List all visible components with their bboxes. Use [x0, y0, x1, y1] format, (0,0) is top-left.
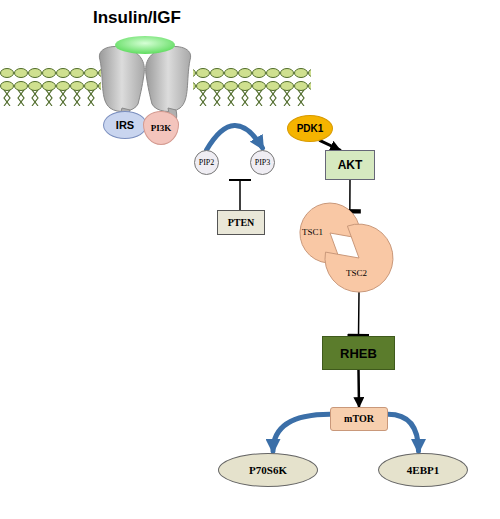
ligand-label: Insulin/IGF	[93, 8, 181, 28]
pathway-connector	[358, 293, 360, 336]
lipid-circle: PIP3	[250, 150, 275, 175]
node-text: PDK1	[297, 124, 324, 134]
node-text: PIP3	[255, 159, 271, 167]
receptor-subunit	[146, 47, 191, 112]
target-ellipse: P70S6K	[218, 453, 318, 487]
ligand	[115, 36, 175, 54]
inhibition-bar	[229, 179, 251, 181]
node-text: RHEB	[340, 347, 377, 360]
node-text: TSC1	[302, 228, 323, 237]
pathway-connector	[273, 414, 330, 451]
phosphatase-box: PTEN	[217, 210, 265, 235]
node-text: PTEN	[228, 218, 255, 228]
lipid-circle: PIP2	[194, 150, 219, 175]
shape-path	[325, 224, 393, 292]
node-text: TSC2	[346, 269, 367, 278]
kinase-box: mTOR	[330, 407, 388, 431]
shape-outline	[322, 222, 396, 294]
gtpase-box: RHEB	[322, 336, 395, 370]
target-ellipse: 4EBP1	[378, 453, 468, 487]
kinase-ellipse: PI3K	[143, 111, 179, 145]
pathway-connector	[320, 141, 340, 150]
inhibition-line	[239, 180, 241, 210]
complex-subunit: TSC2	[322, 222, 396, 294]
kinase-box: AKT	[325, 150, 375, 180]
adaptor-ellipse: IRS	[103, 111, 147, 139]
node-text: P70S6K	[249, 465, 287, 476]
membrane-left	[0, 66, 101, 106]
node-text: AKT	[338, 159, 363, 171]
node-text: PIP2	[199, 159, 215, 167]
kinase-ellipse: PDK1	[287, 115, 333, 142]
node-text: 4EBP1	[407, 465, 439, 476]
pathway-connector	[207, 125, 263, 150]
pathway-connector	[388, 414, 419, 451]
node-text: IRS	[116, 120, 134, 131]
pathway-connector	[349, 180, 351, 211]
node-text: PI3K	[151, 124, 172, 133]
receptor-subunit	[99, 47, 144, 112]
pathway-connector	[357, 370, 360, 407]
node-text: mTOR	[344, 414, 374, 424]
membrane-right	[193, 66, 311, 106]
